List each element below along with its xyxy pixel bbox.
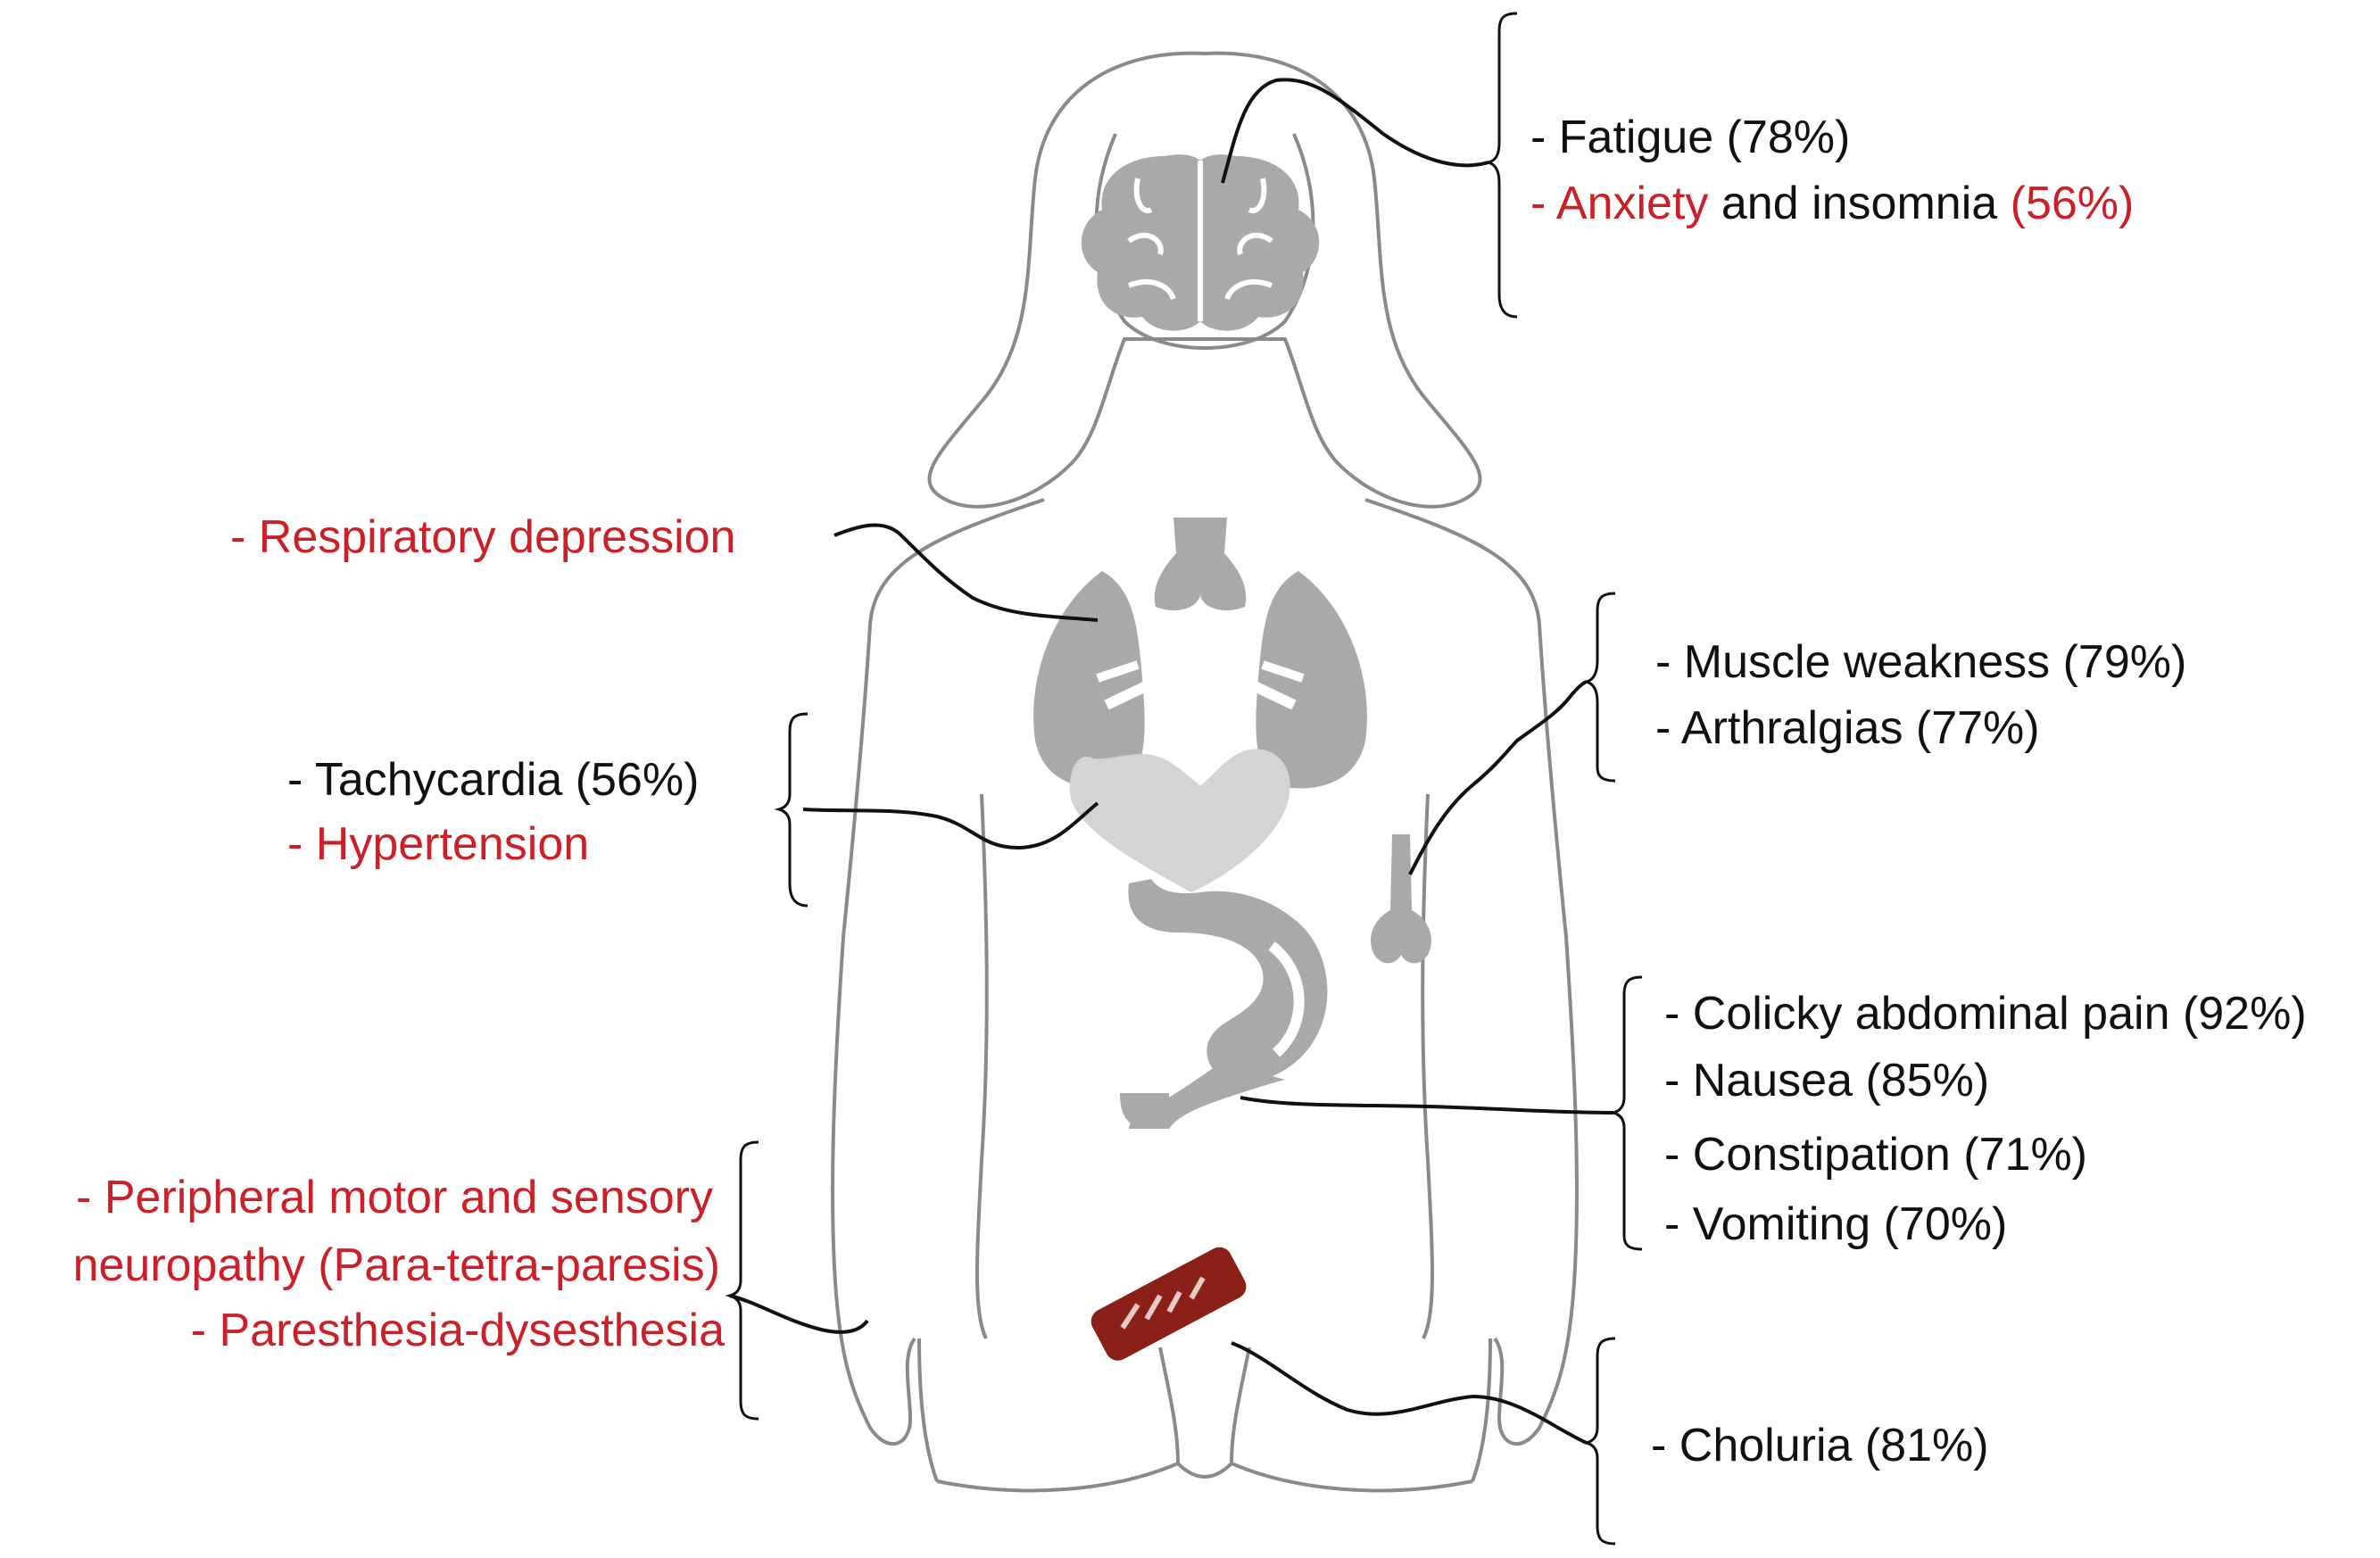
label-tachycardia: - Tachycardia (56%) [287,757,699,803]
muscle-weakness-text: - Muscle weakness (79%) [1655,636,2187,688]
label-neuropathy-line2: neuropathy (Para-tetra-paresis) [73,1242,720,1289]
insomnia-text: and insomnia [1708,178,2011,229]
label-constipation: - Constipation (71%) [1664,1131,2087,1178]
respiratory-text: - Respiratory depression [230,511,736,563]
label-respiratory-depression: - Respiratory depression [230,514,735,560]
fatigue-text: - Fatigue (78%) [1530,112,1851,163]
label-nausea: - Nausea (85%) [1664,1057,1989,1104]
hypertension-text: - Hypertension [287,818,590,870]
heart-icon [1069,749,1290,892]
arthralgias-text: - Arthralgias (77%) [1655,702,2040,754]
leader-lines [729,78,1614,1445]
human-body-outline [831,51,1579,1493]
anxiety-text: - Anxiety [1530,178,1709,229]
colicky-text: - Colicky abdominal pain (92%) [1664,988,2307,1040]
label-colicky-pain: - Colicky abdominal pain (92%) [1664,990,2307,1037]
brain-icon [1081,154,1320,331]
label-choluria: - Choluria (81%) [1651,1422,1989,1469]
constipation-text: - Constipation (71%) [1664,1129,2087,1181]
label-paresthesia: - Paresthesia-dysesthesia [191,1307,725,1354]
label-anxiety-insomnia: - Anxiety and insomnia (56%) [1530,180,2134,227]
neuropathy-text-2: neuropathy (Para-tetra-paresis) [72,1239,720,1291]
neuropathy-text-1: - Peripheral motor and sensory [76,1172,713,1223]
urine-tube-icon [1090,1247,1247,1361]
label-arthralgias: - Arthralgias (77%) [1655,705,2040,751]
label-vomiting: - Vomiting (70%) [1664,1201,2007,1247]
label-neuropathy-line1: - Peripheral motor and sensory [76,1174,713,1221]
tachycardia-text: - Tachycardia (56%) [287,754,700,806]
label-hypertension: - Hypertension [287,821,589,867]
anxiety-percent: (56%) [2010,178,2135,229]
label-muscle-weakness: - Muscle weakness (79%) [1655,639,2186,685]
vomiting-text: - Vomiting (70%) [1664,1198,2008,1250]
bone-icon [1371,834,1431,964]
label-fatigue: - Fatigue (78%) [1530,114,1850,161]
paresthesia-text: - Paresthesia-dysesthesia [190,1305,725,1356]
nausea-text: - Nausea (85%) [1664,1055,1990,1106]
choluria-text: - Choluria (81%) [1651,1420,1989,1471]
intestine-icon [1120,879,1328,1129]
lungs-icon [1033,518,1367,789]
